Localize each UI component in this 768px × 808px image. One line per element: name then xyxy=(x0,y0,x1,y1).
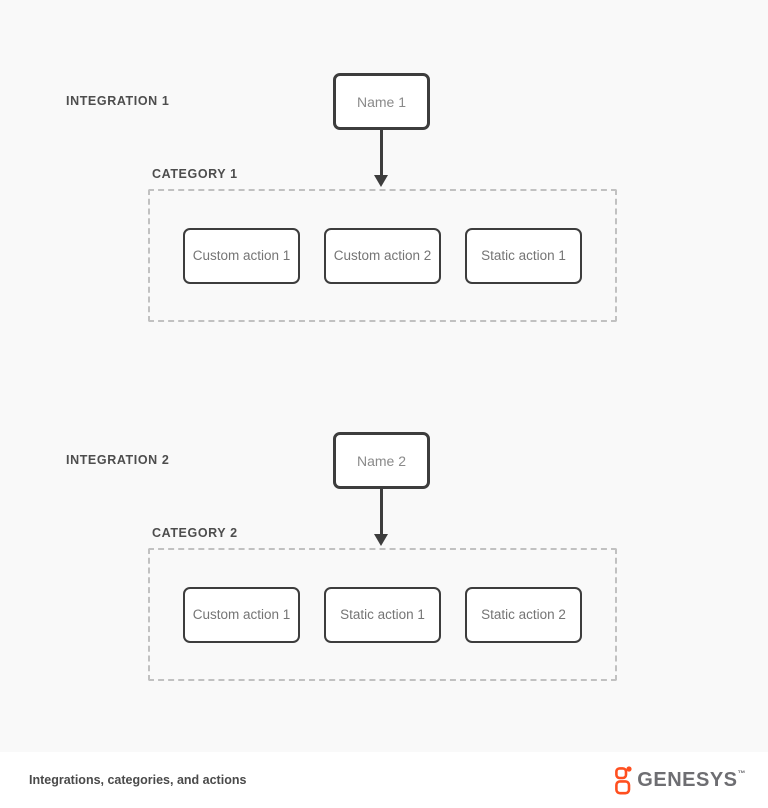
category-2-label: CATEGORY 2 xyxy=(152,526,238,540)
integration-1-name: Name 1 xyxy=(356,93,407,110)
integration-1-label: INTEGRATION 1 xyxy=(66,94,170,108)
action-label: Static action 1 xyxy=(481,248,566,263)
integration-2-label: INTEGRATION 2 xyxy=(66,453,170,467)
integration-1-section: INTEGRATION 1 Name 1 CATEGORY 1 Custom a… xyxy=(0,73,768,333)
action-box: Static action 1 xyxy=(324,586,441,643)
integration-1-name-box: Name 1 xyxy=(333,73,430,130)
genesys-wordmark-text: GENESYS xyxy=(637,769,738,791)
arrow-shaft xyxy=(380,130,383,177)
genesys-spark-icon xyxy=(615,765,632,794)
down-arrow xyxy=(374,489,389,547)
footer: Integrations, categories, and actions GE… xyxy=(0,752,768,808)
action-box: Custom action 1 xyxy=(183,586,300,643)
arrow-shaft xyxy=(380,489,383,536)
action-label: Custom action 2 xyxy=(333,248,432,263)
action-label: Custom action 1 xyxy=(192,607,291,622)
integration-2-name: Name 2 xyxy=(356,452,407,469)
action-label: Static action 2 xyxy=(481,607,566,622)
genesys-wordmark: GENESYS™ xyxy=(637,769,746,791)
genesys-logo: GENESYS™ xyxy=(615,765,746,795)
integration-2-section: INTEGRATION 2 Name 2 CATEGORY 2 Custom a… xyxy=(0,432,768,692)
arrow-head xyxy=(374,534,388,546)
action-box: Static action 1 xyxy=(465,227,582,284)
category-2-box: Custom action 1 Static action 1 Static a… xyxy=(148,548,617,681)
action-label: Static action 1 xyxy=(340,607,425,622)
figure-caption: Integrations, categories, and actions xyxy=(29,773,247,787)
down-arrow xyxy=(374,130,389,188)
arrow-head xyxy=(374,175,388,187)
integration-2-name-box: Name 2 xyxy=(333,432,430,489)
action-box: Static action 2 xyxy=(465,586,582,643)
category-1-box: Custom action 1 Custom action 2 Static a… xyxy=(148,189,617,322)
action-label: Custom action 1 xyxy=(192,248,291,263)
action-box: Custom action 1 xyxy=(183,227,300,284)
trademark-symbol: ™ xyxy=(737,769,746,778)
category-1-label: CATEGORY 1 xyxy=(152,167,238,181)
action-box: Custom action 2 xyxy=(324,227,441,284)
